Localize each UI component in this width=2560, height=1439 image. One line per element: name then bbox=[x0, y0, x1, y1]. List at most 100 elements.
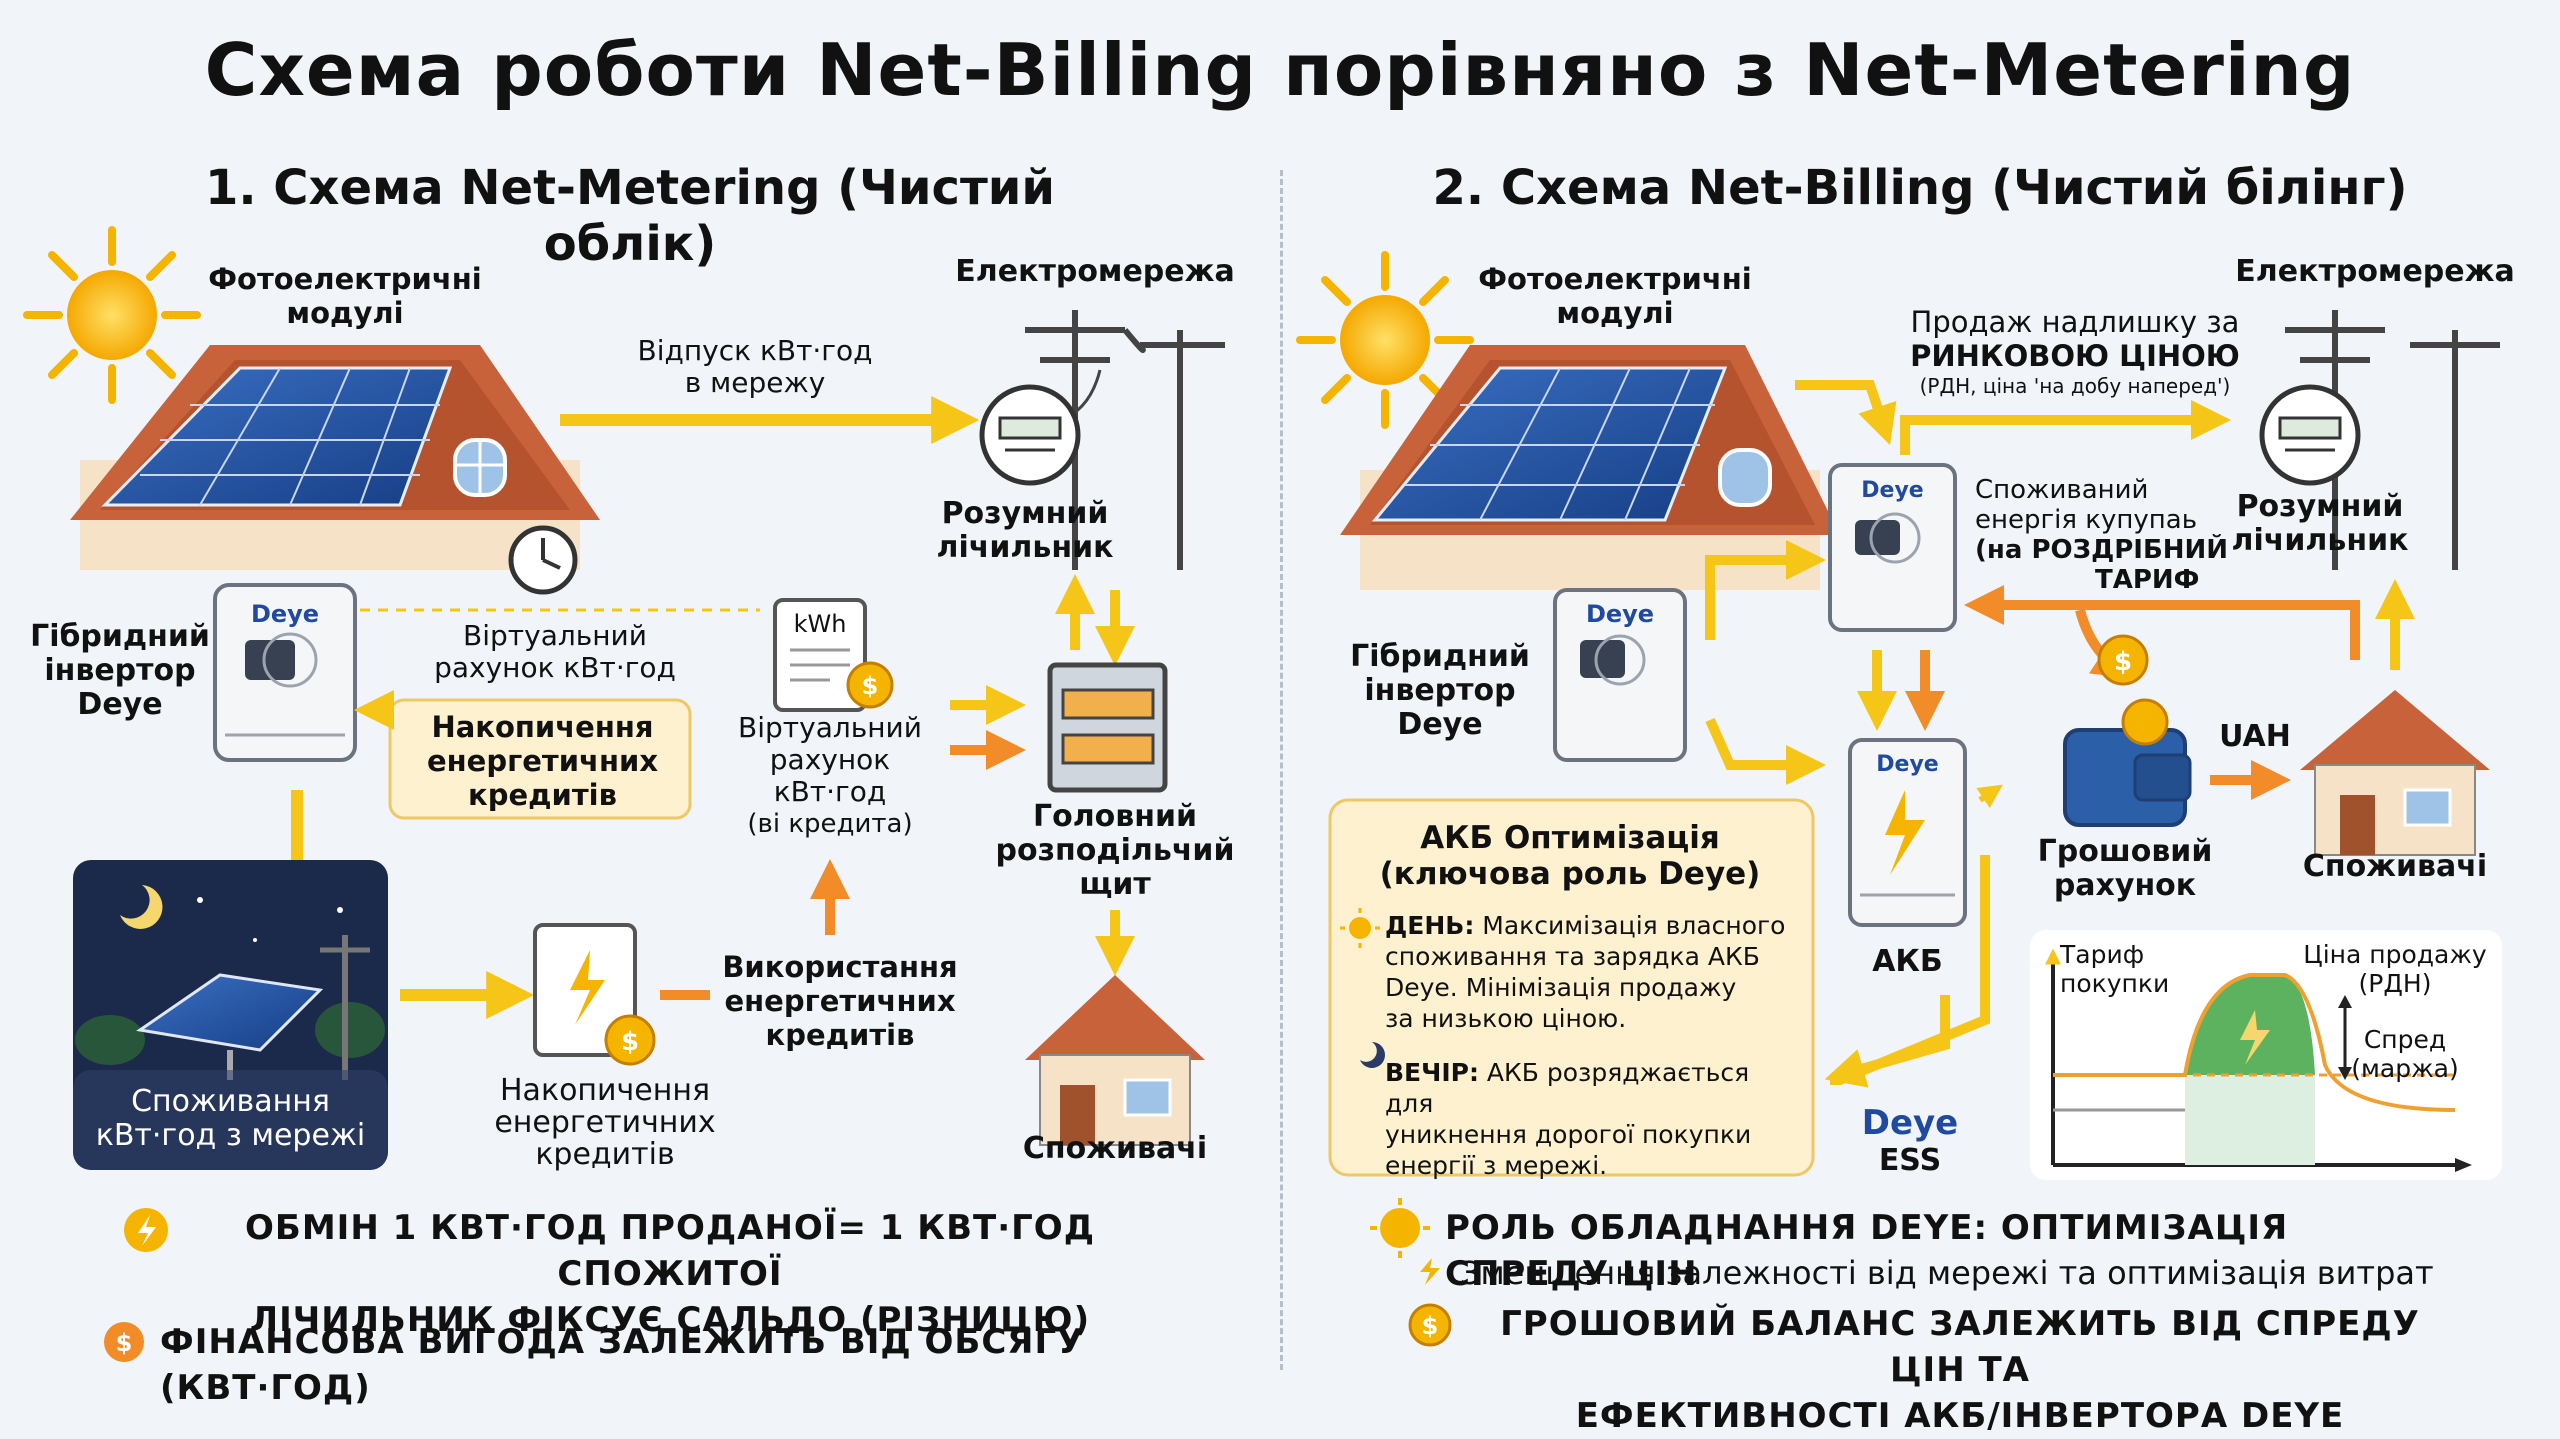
chart-sell-l2: (РДН) bbox=[2358, 969, 2432, 998]
wallet-l1: Грошовий bbox=[2037, 834, 2213, 869]
sun-small-icon bbox=[1340, 908, 1380, 948]
sun-icon-left bbox=[23, 226, 201, 404]
top-inverter-brand: Deye bbox=[1861, 478, 1924, 503]
main-board-icon bbox=[1047, 662, 1168, 793]
sell-label: Продаж надлишку за РИНКОВОЮ ЦІНОЮ (РДН, … bbox=[1905, 305, 2245, 399]
right-foot-3-l2: ЕФЕКТИВНОСТІ АКБ/ІНВЕРТОРА DEYE bbox=[1575, 1396, 2345, 1436]
svg-text:$: $ bbox=[116, 1329, 133, 1357]
left-foot-1-l1: ОБМІН 1 КВТ·ГОД ПРОДАНОЇ= 1 КВТ·ГОД СПОЖ… bbox=[245, 1208, 1095, 1294]
house-left bbox=[70, 345, 600, 570]
akb-eve-l3: енергії з мережі. bbox=[1385, 1151, 1608, 1180]
lightning-footer-icon bbox=[1420, 1258, 1440, 1285]
main-board-label: Головний розподільчий щит bbox=[975, 800, 1255, 902]
night-label: Споживання кВт·год з мережі bbox=[73, 1085, 388, 1153]
night-l2: кВт·год з мережі bbox=[95, 1118, 366, 1153]
inverter-top-right-icon bbox=[1828, 463, 1957, 632]
akb-day-l2: споживання та зарядка АКБ bbox=[1385, 942, 1760, 971]
chart-buy-l1: Тариф bbox=[2060, 940, 2145, 969]
arrow-inv-to-battery bbox=[1705, 717, 1826, 785]
akb-day-key: ДЕНЬ: bbox=[1385, 911, 1475, 940]
right-heading: 2. Схема Net-Billing (Чистий білінг) bbox=[1432, 160, 2408, 216]
chart-buy-l2: покупки bbox=[2060, 969, 2170, 998]
use-l2: енергетичних bbox=[724, 984, 956, 1018]
board-l2: розподільчий bbox=[995, 833, 1235, 868]
moon-small-icon bbox=[1360, 1042, 1385, 1068]
left-inverter-brand: Deye bbox=[250, 600, 320, 628]
left-virtual-account-right: Віртуальний рахунок кВт·год (ві кредита) bbox=[715, 712, 945, 840]
wallet-icon: $ bbox=[2063, 634, 2192, 827]
akb-box bbox=[1328, 798, 1815, 1177]
dollar-coin-icon-right: $ bbox=[1408, 1303, 1452, 1347]
right-foot-1: РОЛЬ ОБЛАДНАННЯ DEYE: ОПТИМІЗАЦІЯ СПРЕДУ… bbox=[1445, 1208, 2289, 1294]
left-va-note: (ві кредита) bbox=[747, 809, 913, 839]
right-inv-l1: Гібридний bbox=[1350, 639, 1530, 674]
accum-document-icon: $ bbox=[533, 923, 656, 1066]
left-export-label: Відпуск кВт·год в мережу bbox=[590, 335, 920, 399]
accum-l3: кредитів bbox=[535, 1137, 675, 1172]
right-meter-l2: лічильник bbox=[2231, 523, 2409, 558]
small-arrow bbox=[1976, 784, 2003, 808]
arrow-battery-to-ess-2 bbox=[1824, 995, 1950, 1088]
svg-text:$: $ bbox=[621, 1027, 639, 1057]
left-consumers-label: Споживачі bbox=[1022, 1131, 1208, 1166]
consumers-house-left-icon bbox=[1025, 975, 1205, 1146]
chart-buy-tariff: Тариф покупки bbox=[2060, 940, 2180, 998]
svg-text:$: $ bbox=[1422, 1312, 1439, 1340]
svg-text:$: $ bbox=[862, 672, 879, 700]
left-meter-l1: Розумний bbox=[941, 496, 1109, 531]
right-foot-3-l1: ГРОШОВИЙ БАЛАНС ЗАЛЕЖИТЬ ВІД СПРЕДУ ЦІН … bbox=[1500, 1304, 2420, 1390]
buy-label: Споживаний енергія купупаь (на РОЗДРІБНИ… bbox=[1975, 475, 2235, 595]
left-credits-l2: енергетичних bbox=[426, 744, 659, 778]
akb-day-l1: Максимізація власного bbox=[1482, 911, 1786, 940]
left-credits-l1: Накопичення bbox=[431, 710, 654, 744]
sun-icon-right bbox=[1296, 251, 1474, 429]
sell-l2: РИНКОВОЮ ЦІНОЮ bbox=[1910, 339, 2240, 373]
chart-spread-l2: (маржа) bbox=[2351, 1054, 2459, 1083]
grid-pole-left bbox=[1025, 310, 1225, 570]
left-inv-l2: інвертор bbox=[44, 653, 196, 688]
bolt-coin-icon-left bbox=[124, 1208, 168, 1252]
accum-label: Накопичення енергетичних кредитів bbox=[440, 1075, 770, 1171]
left-export-l1: Відпуск кВт·год bbox=[637, 334, 873, 367]
arrow-sell bbox=[1900, 400, 2231, 455]
section-divider bbox=[1280, 170, 1283, 1370]
left-pv-label: Фотоелектричні модулі bbox=[180, 262, 510, 330]
use-l1: Використання bbox=[722, 950, 958, 984]
use-label: Використання енергетичних кредитів bbox=[700, 950, 980, 1052]
sun-footer-icon bbox=[1370, 1198, 1430, 1258]
battery-icon bbox=[1848, 738, 1967, 927]
dollar-coin-icon-left: $ bbox=[104, 1322, 144, 1362]
night-panel bbox=[73, 860, 388, 1170]
battery-label: АКБ bbox=[1872, 944, 1943, 979]
right-pv-label: Фотоелектричні модулі bbox=[1450, 262, 1780, 330]
clock-icon bbox=[508, 525, 578, 595]
left-va-r-l1: Віртуальний bbox=[738, 711, 922, 744]
buy-l3: (на РОЗДРІБНИЙ bbox=[1975, 535, 2229, 565]
kwh-doc-label: kWh bbox=[793, 610, 847, 638]
right-inv-l3: Deye bbox=[1397, 707, 1483, 742]
buy-l1: Споживаний bbox=[1975, 475, 2149, 505]
right-inverter-brand: Deye bbox=[1585, 600, 1655, 628]
chart-spread-l1: Спред bbox=[2363, 1025, 2447, 1054]
svg-text:$: $ bbox=[2114, 647, 2132, 677]
left-foot-1-l2: ЛІЧИЛЬНИК ФІКСУЄ САЛЬДО (РІЗНИЦЮ) bbox=[249, 1300, 1091, 1340]
board-l1: Головний bbox=[1032, 799, 1198, 834]
board-l3: щит bbox=[1079, 867, 1151, 902]
right-pv-l2: модулі bbox=[1556, 296, 1674, 330]
akb-title-l1: АКБ Оптимізація bbox=[1420, 820, 1720, 856]
left-heading: 1. Схема Net-Metering (Чистий облік) bbox=[204, 160, 1056, 272]
akb-eve-l1: АКБ розряджається для bbox=[1385, 1058, 1750, 1118]
accum-l2: енергетичних bbox=[494, 1105, 716, 1140]
ess-label: ESS bbox=[1878, 1143, 1942, 1178]
left-smart-meter-label: Розумний лічильник bbox=[905, 497, 1145, 565]
left-va-r-l2: рахунок bbox=[769, 743, 891, 776]
left-va-top-l1: Віртуальний bbox=[463, 619, 647, 652]
left-grid-label: Електромережа bbox=[955, 254, 1235, 289]
buy-l4: ТАРИФ bbox=[2095, 565, 2200, 595]
chart-sell-l1: Ціна продажу bbox=[2303, 940, 2487, 969]
inverter-left-icon bbox=[213, 583, 357, 762]
arrow-pv-to-inverter bbox=[1795, 380, 1897, 446]
house-right bbox=[1340, 345, 1840, 590]
right-smart-meter-label: Розумний лічильник bbox=[2200, 490, 2440, 558]
left-foot-1: ОБМІН 1 КВТ·ГОД ПРОДАНОЇ= 1 КВТ·ГОД СПОЖ… bbox=[170, 1205, 1170, 1343]
